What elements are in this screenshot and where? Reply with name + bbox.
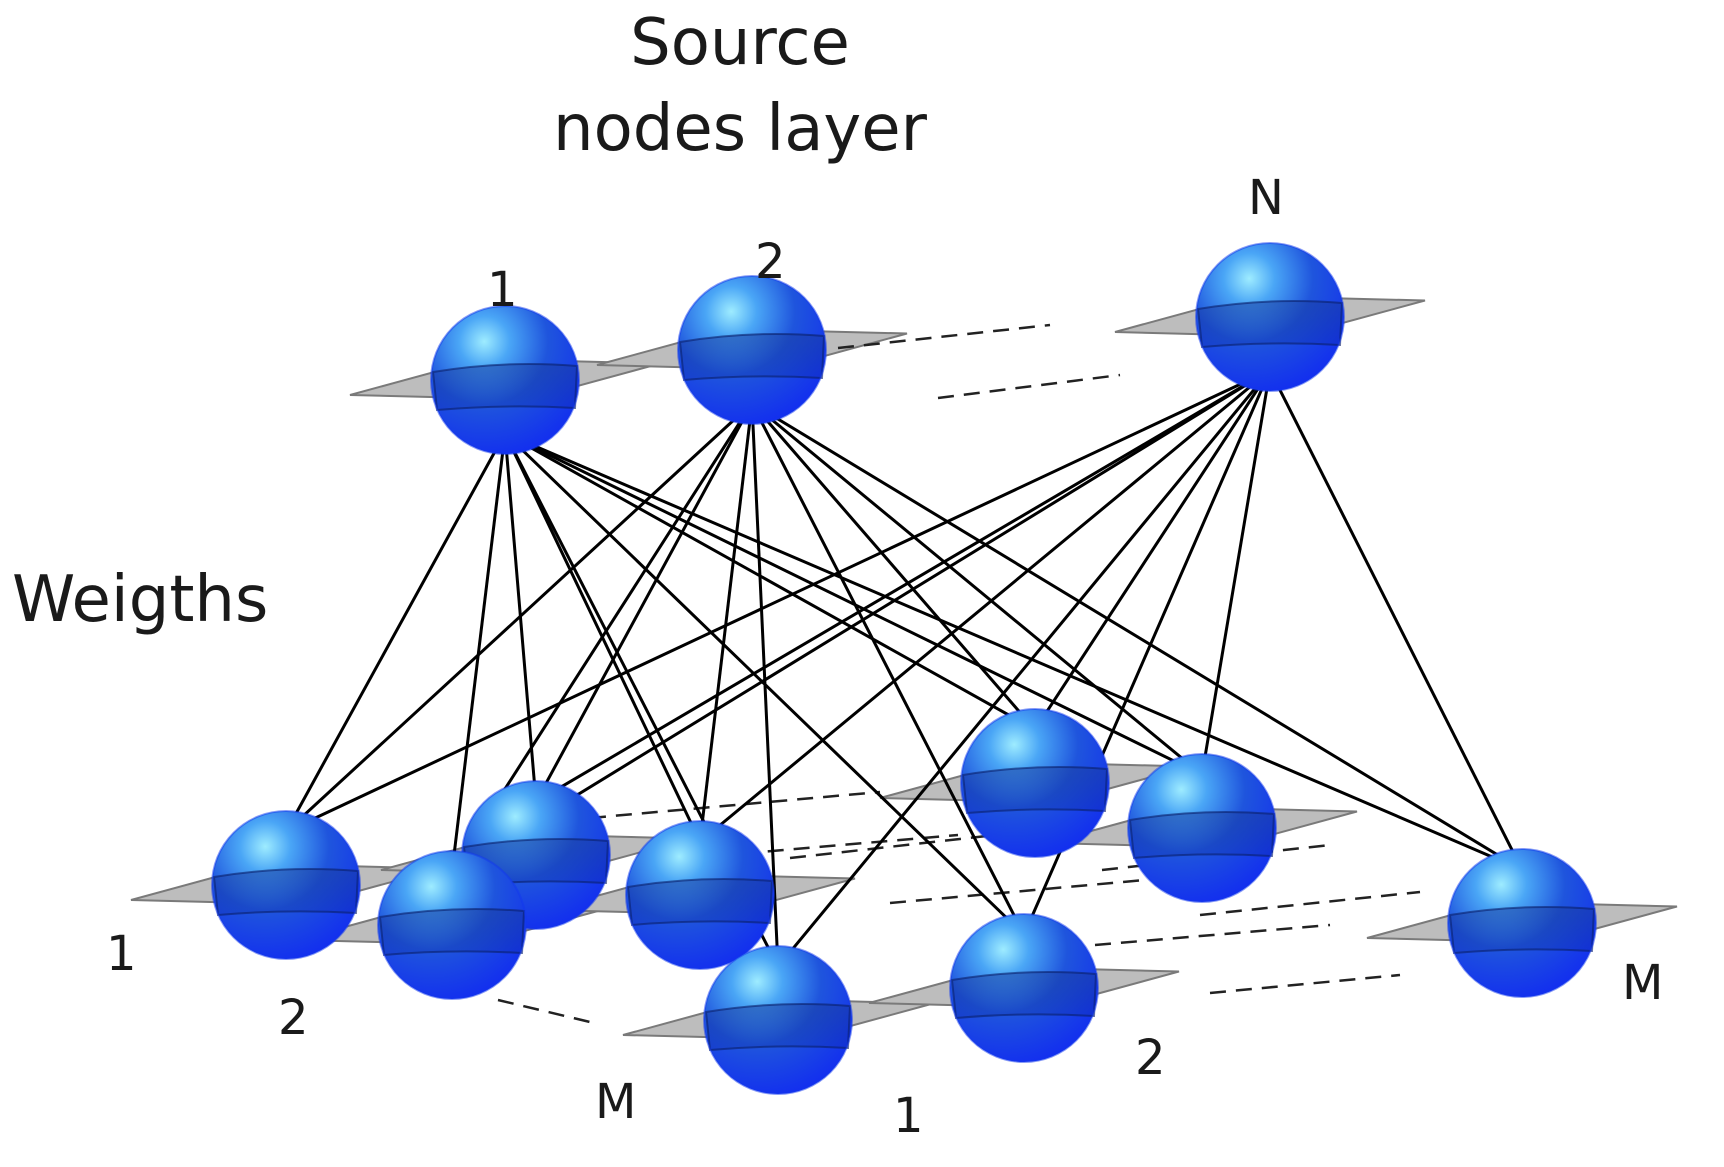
- dashed-connector: [1209, 973, 1401, 995]
- dashed-connector: [837, 323, 1051, 350]
- weight-edge: [750, 402, 1037, 731]
- dashed-connector: [889, 878, 1146, 905]
- node-sphere-g-r1-cM: [960, 708, 1110, 858]
- dashed-connector: [689, 833, 959, 860]
- node-sphere-s2: [677, 275, 827, 425]
- grid-row-label-m: M: [595, 1074, 637, 1130]
- weight-edge: [450, 433, 507, 872]
- weight-edge: [750, 403, 780, 967]
- weight-edge: [776, 369, 1272, 968]
- weight-edge: [451, 369, 1271, 873]
- node-sphere-s1: [430, 305, 580, 455]
- node-sphere-g-r2-c1: [377, 850, 527, 1000]
- grid-col-label-2: 2: [1135, 1030, 1166, 1086]
- weight-edge: [1033, 369, 1272, 731]
- weight-edge: [699, 369, 1271, 843]
- node-sphere-g-r2-cM: [1127, 753, 1277, 903]
- weight-edge: [285, 368, 1271, 834]
- title-line-2: nodes layer: [553, 92, 927, 166]
- weight-edge: [534, 402, 754, 803]
- source-label-2: 2: [755, 234, 786, 290]
- weight-edge: [535, 368, 1271, 804]
- dashed-connector: [1094, 923, 1331, 947]
- dashed-connector: [497, 998, 591, 1024]
- node-sphere-g-r1-c1: [211, 810, 361, 960]
- title-line-1: Source: [630, 6, 850, 80]
- weight-connections: [284, 368, 1524, 968]
- weight-edge: [751, 402, 1203, 776]
- dashed-connector: [589, 790, 881, 820]
- weight-edge: [1200, 370, 1272, 775]
- neuron-nodes: [211, 242, 1597, 1095]
- weight-edge: [750, 402, 1026, 936]
- node-sphere-sN: [1195, 242, 1345, 392]
- node-planes: [130, 294, 1678, 1041]
- weight-edge: [698, 403, 754, 842]
- grid-row-label-2: 2: [278, 990, 309, 1046]
- weight-edge: [1268, 369, 1524, 871]
- node-sphere-g-rM-c2: [949, 913, 1099, 1063]
- weight-edge: [751, 401, 1523, 872]
- dashed-connector: [937, 373, 1121, 400]
- diagram-title: Source nodes layer: [530, 0, 950, 172]
- weights-label: Weigths: [12, 563, 269, 637]
- weight-edge: [504, 431, 1523, 872]
- weight-edge: [284, 402, 754, 833]
- node-sphere-g-r2-c2: [625, 820, 775, 970]
- source-label-n: N: [1248, 170, 1284, 226]
- grid-row-label-1: 1: [106, 926, 137, 982]
- dashed-connector: [1199, 890, 1421, 917]
- weight-edge: [504, 431, 1036, 732]
- node-sphere-g-rM-cM: [1447, 848, 1597, 998]
- node-sphere-g-rM-c1: [703, 945, 853, 1095]
- weight-edge: [284, 432, 507, 833]
- source-label-1: 1: [487, 262, 518, 318]
- grid-col-label-1: 1: [893, 1088, 924, 1144]
- grid-col-label-m: M: [1622, 955, 1664, 1011]
